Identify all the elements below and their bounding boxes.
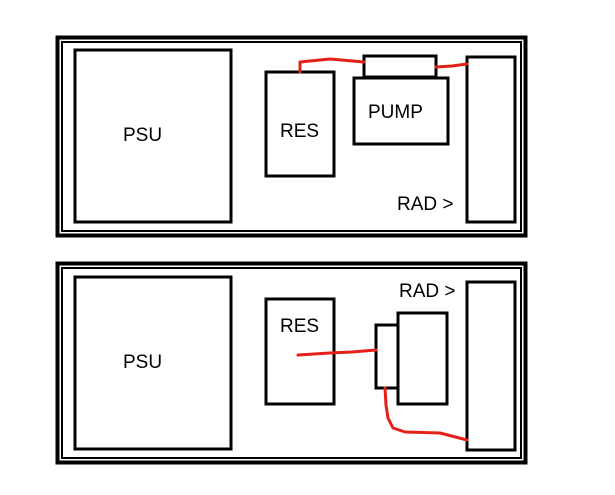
- pump-head: [362, 54, 438, 79]
- diagram-top: PSU RES PUMP RAD >: [55, 35, 528, 238]
- res-label: RES: [280, 316, 319, 337]
- tube-pump-to-rad: [383, 386, 469, 442]
- psu-box: [73, 48, 233, 224]
- psu-label: PSU: [123, 352, 162, 373]
- res-box: [264, 297, 336, 406]
- tube-res-to-pump: [298, 57, 366, 74]
- rad-box: [465, 55, 517, 224]
- case-outline-inner: [61, 41, 522, 232]
- rad-label: RAD >: [397, 194, 454, 215]
- pump-label: PUMP: [368, 102, 423, 123]
- case-outline-outer: [55, 35, 528, 238]
- res-label: RES: [280, 121, 319, 142]
- tube-pump-to-rad: [434, 62, 469, 69]
- psu-label: PSU: [123, 125, 162, 146]
- rad-box: [465, 280, 517, 452]
- diagram-bottom: PSU RES RAD >: [55, 261, 528, 465]
- psu-box: [73, 275, 233, 451]
- rad-label: RAD >: [399, 281, 456, 302]
- pump-box: [352, 76, 450, 146]
- pump-box: [396, 311, 449, 406]
- case-outline-outer: [55, 261, 528, 465]
- tube-res-to-pump: [296, 348, 378, 357]
- case-outline-inner: [61, 267, 522, 459]
- pump-head: [374, 323, 400, 390]
